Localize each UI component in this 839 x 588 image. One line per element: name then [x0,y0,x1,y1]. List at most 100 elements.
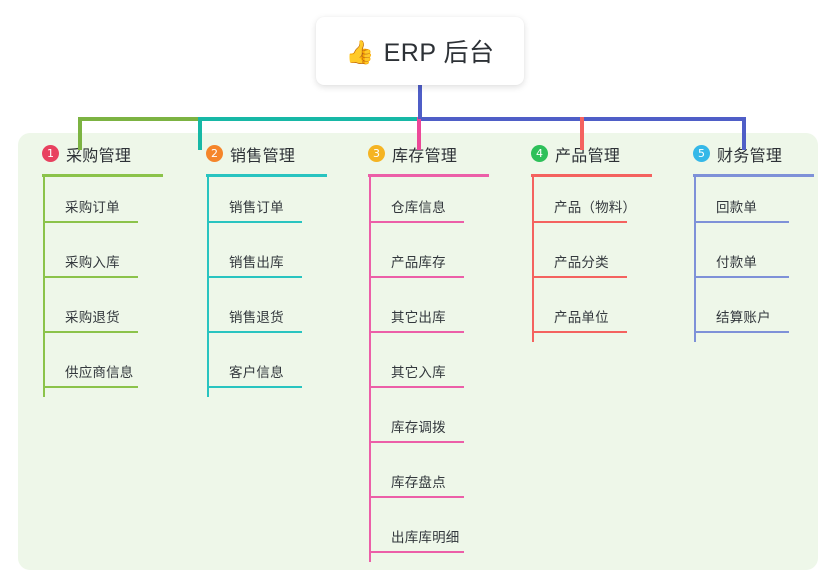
list-item-rule [43,221,138,223]
list-item[interactable]: 产品分类 [529,232,692,287]
list-item[interactable]: 仓库信息 [366,177,529,232]
list-item-label: 仓库信息 [391,200,446,215]
list-item[interactable]: 出库库明细 [366,507,529,562]
list-item-rule [43,386,138,388]
column-header[interactable]: 3 库存管理 [366,133,529,174]
column-5: 5 财务管理回款单付款单结算账户 [691,133,839,342]
column-spine [369,174,371,562]
list-item-rule [369,551,464,553]
list-item-rule [694,276,789,278]
thumbs-up-icon: 👍 [345,38,375,65]
column-number-badge: 5 [693,145,710,162]
list-item-rule [694,331,789,333]
list-item-rule [369,221,464,223]
list-item-label: 库存调拨 [391,420,446,435]
list-item[interactable]: 采购订单 [40,177,203,232]
list-item-rule [532,331,627,333]
list-item[interactable]: 产品单位 [529,287,692,342]
list-item[interactable]: 产品库存 [366,232,529,287]
column-underline [693,174,814,177]
list-item-rule [207,386,302,388]
column-item-list: 销售订单销售出库销售退货客户信息 [204,177,367,397]
root-title-text: ERP 后台 [383,39,495,67]
list-item[interactable]: 库存调拨 [366,397,529,452]
list-item[interactable]: 付款单 [691,232,839,287]
list-item-rule [369,496,464,498]
list-item[interactable]: 采购退货 [40,287,203,342]
drop-connector-2 [198,117,202,150]
list-item-rule [369,276,464,278]
column-item-list: 仓库信息产品库存其它出库其它入库库存调拨库存盘点出库库明细 [366,177,529,562]
column-title: 产品管理 [555,147,621,165]
bus-segment-green [78,117,198,121]
list-item[interactable]: 销售订单 [204,177,367,232]
list-item[interactable]: 其它出库 [366,287,529,342]
column-underline [206,174,327,177]
list-item-rule [207,331,302,333]
list-item-rule [43,331,138,333]
list-item[interactable]: 供应商信息 [40,342,203,397]
list-item-label: 产品单位 [554,310,609,325]
list-item[interactable]: 产品（物料） [529,177,692,232]
list-item-label: 产品（物料） [554,200,637,215]
column-title: 库存管理 [392,147,458,165]
list-item[interactable]: 库存盘点 [366,452,529,507]
column-title: 财务管理 [717,147,783,165]
list-item-rule [694,221,789,223]
drop-connector-3 [417,117,421,150]
list-item-label: 销售退货 [229,310,284,325]
list-item-label: 其它入库 [391,365,446,380]
column-number-badge: 3 [368,145,385,162]
list-item-rule [207,221,302,223]
column-spine [694,174,696,342]
root-node-title: 👍 ERP 后台 [345,33,494,69]
list-item-label: 客户信息 [229,365,284,380]
column-item-list: 采购订单采购入库采购退货供应商信息 [40,177,203,397]
list-item-rule [369,386,464,388]
list-item[interactable]: 结算账户 [691,287,839,342]
column-3: 3 库存管理仓库信息产品库存其它出库其它入库库存调拨库存盘点出库库明细 [366,133,529,562]
list-item-rule [207,276,302,278]
list-item-label: 其它出库 [391,310,446,325]
column-2: 2 销售管理销售订单销售出库销售退货客户信息 [204,133,367,397]
list-item[interactable]: 回款单 [691,177,839,232]
list-item-label: 产品库存 [391,255,446,270]
list-item-label: 供应商信息 [65,365,134,380]
list-item[interactable]: 销售出库 [204,232,367,287]
list-item-label: 库存盘点 [391,475,446,490]
column-number-badge: 4 [531,145,548,162]
root-trunk-connector [418,85,422,119]
column-underline [42,174,163,177]
column-header[interactable]: 2 销售管理 [204,133,367,174]
list-item[interactable]: 客户信息 [204,342,367,397]
column-spine [207,174,209,397]
column-number-badge: 2 [206,145,223,162]
list-item-rule [43,276,138,278]
list-item-label: 回款单 [716,200,758,215]
column-underline [368,174,489,177]
column-underline [531,174,652,177]
list-item-label: 采购入库 [65,255,120,270]
list-item-label: 采购退货 [65,310,120,325]
column-header[interactable]: 5 财务管理 [691,133,839,174]
list-item-label: 采购订单 [65,200,120,215]
column-spine [43,174,45,397]
list-item-label: 付款单 [716,255,758,270]
column-title: 销售管理 [230,147,296,165]
list-item[interactable]: 其它入库 [366,342,529,397]
list-item[interactable]: 销售退货 [204,287,367,342]
list-item-rule [369,441,464,443]
root-node-card[interactable]: 👍 ERP 后台 [316,17,524,85]
bus-segment-teal [198,117,420,121]
column-item-list: 回款单付款单结算账户 [691,177,839,342]
column-spine [532,174,534,342]
drop-connector-4 [580,117,584,150]
list-item-rule [532,276,627,278]
list-item[interactable]: 采购入库 [40,232,203,287]
drop-connector-5 [742,117,746,150]
column-number-badge: 1 [42,145,59,162]
column-header[interactable]: 4 产品管理 [529,133,692,174]
